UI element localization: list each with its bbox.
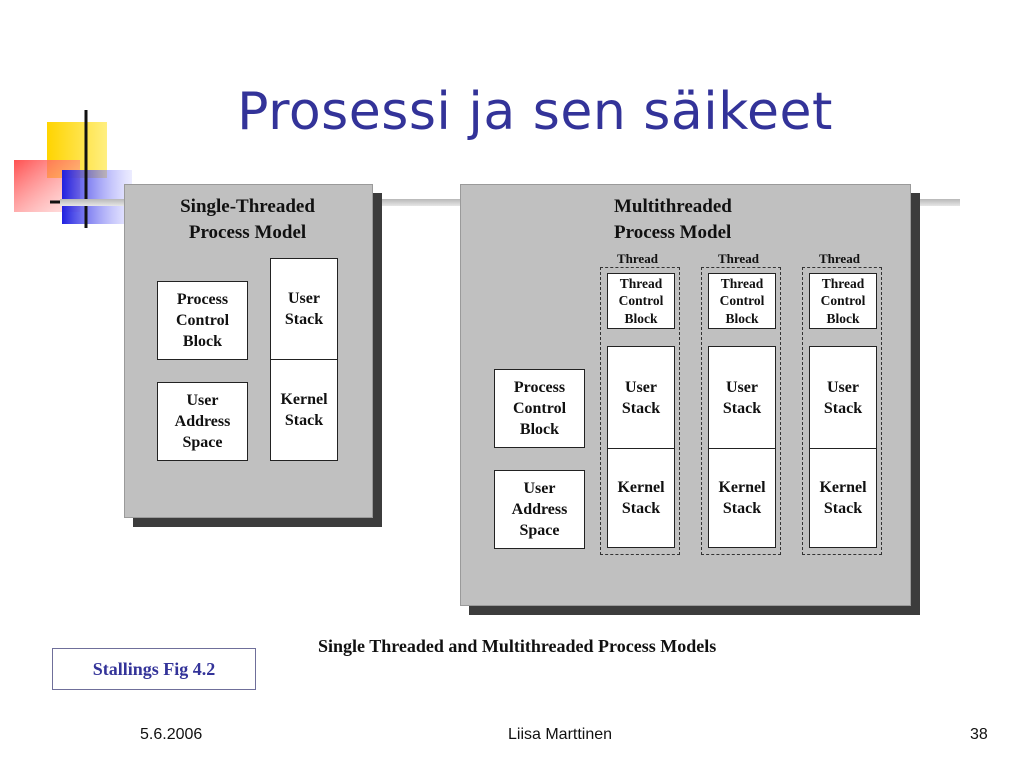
thread-group [802, 267, 882, 555]
thread-label: Thread [614, 251, 661, 267]
footer-date: 5.6.2006 [140, 726, 203, 743]
user-stack: User Stack [607, 346, 675, 449]
page-number: 38 [970, 726, 988, 743]
user-stack: User Stack [809, 346, 877, 449]
thread-label: Thread [816, 251, 863, 267]
user-stack: User Stack [708, 346, 776, 449]
source-label: Stallings Fig 4.2 [52, 648, 256, 690]
kernel-stack: Kernel Stack [809, 448, 877, 548]
slide-title: Prosessi ja sen säikeet [237, 82, 833, 142]
kernel-stack: Kernel Stack [270, 359, 338, 461]
thread-group [701, 267, 781, 555]
multi-panel-title: Multithreaded Process Model [614, 196, 732, 243]
user-address-space: User Address Space [157, 382, 248, 461]
process-control-block: Process Control Block [157, 281, 248, 360]
user-stack: User Stack [270, 258, 338, 360]
kernel-stack: Kernel Stack [708, 448, 776, 548]
footer-author: Liisa Marttinen [508, 726, 613, 743]
thread-control-block: Thread Control Block [708, 273, 776, 329]
single-panel-title: Single-Threaded Process Model [180, 196, 315, 243]
thread-control-block: Thread Control Block [607, 273, 675, 329]
thread-control-block: Thread Control Block [809, 273, 877, 329]
user-address-space: User Address Space [494, 470, 585, 549]
kernel-stack: Kernel Stack [607, 448, 675, 548]
thread-label: Thread [715, 251, 762, 267]
process-control-block: Process Control Block [494, 369, 585, 448]
thread-group [600, 267, 680, 555]
figure-caption: Single Threaded and Multithreaded Proces… [318, 636, 717, 656]
